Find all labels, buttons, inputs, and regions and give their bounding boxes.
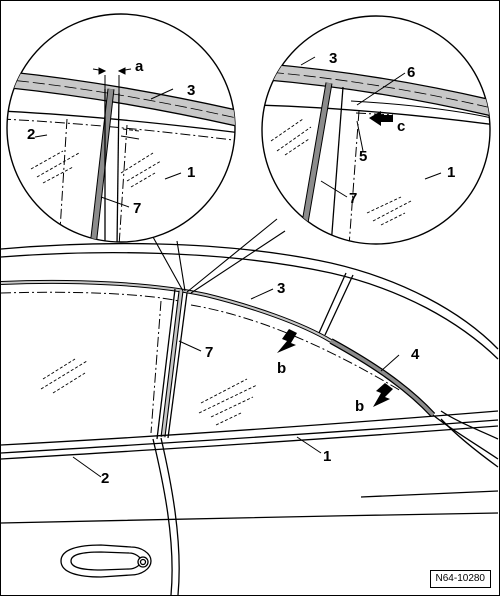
roof-outer-line (1, 242, 499, 350)
roof-inner-line (1, 252, 499, 360)
glass-edge-front (1, 291, 180, 302)
door-handle-icon (60, 544, 152, 578)
callout-right-7: 7 (349, 190, 357, 207)
rear-pillar-line (318, 272, 347, 334)
callout-main-2: 2 (101, 470, 109, 487)
callout-right-3: 3 (329, 50, 337, 67)
callout-left-1: 1 (187, 164, 195, 181)
b-pillar-outline-2 (156, 288, 176, 440)
callout-right-5: 5 (359, 148, 367, 165)
callout-left-3: 3 (187, 82, 195, 99)
main-leaders (72, 288, 400, 478)
quarter-rear-line (432, 414, 499, 460)
arrow-icon (277, 329, 297, 353)
callout-main-7: 7 (205, 344, 213, 361)
quarter-seal-fill (330, 339, 435, 417)
door-shut-line (152, 438, 173, 595)
body-crease (1, 512, 499, 524)
callout-left-a: a (135, 58, 144, 75)
body-crease-2 (360, 490, 499, 498)
callout-main-3: 3 (277, 280, 285, 297)
callout-main-4: 4 (411, 346, 420, 363)
arrow-icon (373, 383, 393, 407)
belt-line-lower (1, 419, 499, 454)
dimension-a (92, 67, 132, 105)
left-inset (6, 13, 236, 243)
right-inset-leaders (300, 56, 442, 198)
b-pillar-outline (167, 292, 188, 439)
callout-left-2: 2 (27, 126, 35, 143)
left-inset-leaders (34, 88, 182, 208)
callout-right-6: 6 (407, 64, 415, 81)
quarter-rear-line-2 (440, 410, 499, 440)
belt-line-3 (1, 425, 499, 460)
main-view (1, 242, 499, 595)
callout-left-7: 7 (133, 200, 141, 217)
glass-edge-rear-vert (150, 300, 162, 434)
belt-line-upper (1, 410, 499, 446)
b-pillar-fill (161, 290, 183, 438)
magnifier-pointers (152, 218, 286, 294)
glass-reflections (40, 358, 258, 426)
callout-right-1: 1 (447, 164, 455, 181)
figure-reference-code: N64-10280 (429, 570, 491, 588)
callout-main-b2: b (355, 398, 364, 415)
door-shut-line-2 (160, 437, 180, 595)
callout-right-c: c (397, 118, 405, 135)
window-frame-seal-fill (1, 280, 332, 342)
rear-pillar-line-2 (324, 274, 354, 336)
arrow-icon (369, 111, 393, 126)
right-inset (261, 15, 491, 245)
glass-edge-rear (190, 304, 402, 392)
callout-main-b1: b (277, 360, 286, 377)
callout-main-1: 1 (323, 448, 331, 465)
